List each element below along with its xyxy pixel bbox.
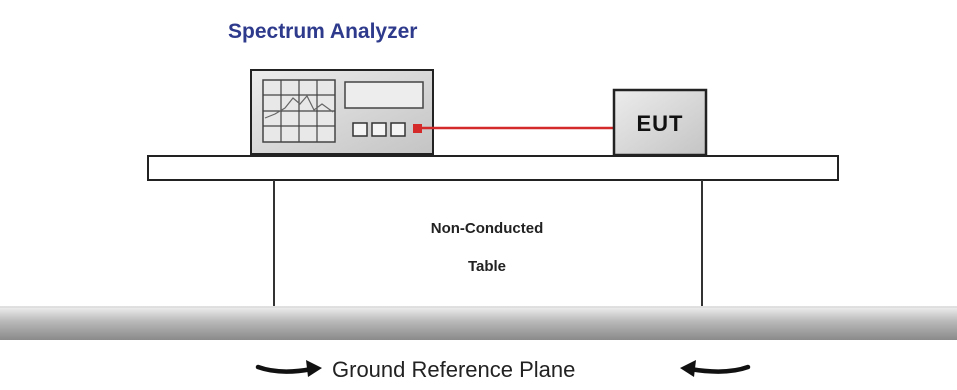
analyzer-button-3 (390, 122, 406, 137)
spectrum-trace (264, 94, 334, 119)
eut-label: EUT (637, 111, 684, 136)
table-label-line1: Non-Conducted (431, 220, 543, 237)
analyzer-button-2 (371, 122, 387, 137)
analyzer-display (344, 81, 424, 109)
table-top (147, 155, 839, 181)
ground-reference-plane-label: Ground Reference Plane (332, 357, 575, 382)
spectrum-analyzer-label: Spectrum Analyzer (228, 20, 417, 43)
analyzer-screen (262, 79, 336, 143)
analyzer-button-1 (352, 122, 368, 137)
eut-device: EUT (612, 88, 708, 157)
left-arrow-icon (255, 360, 322, 377)
spectrum-analyzer-device (250, 69, 434, 155)
ground-reference-plane (0, 306, 957, 340)
analyzer-rf-connector (413, 124, 422, 133)
non-conducted-table: Non-Conducted Table (147, 155, 839, 308)
right-arrow-icon (680, 360, 751, 377)
table-label-line2: Table (468, 258, 506, 275)
